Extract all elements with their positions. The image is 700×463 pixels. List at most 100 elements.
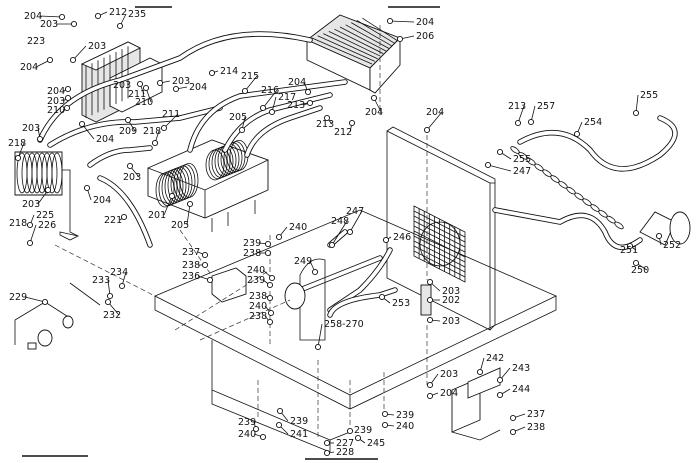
part-number-label: 249 (294, 256, 312, 267)
part-number-label: 251 (620, 245, 638, 256)
part-number-label: 203 (47, 96, 65, 107)
hardware-item (156, 79, 164, 87)
part-number-label: 238 (249, 311, 267, 322)
part-number-label: 211 (128, 89, 146, 100)
callout-239: 239 (276, 407, 308, 427)
hardware-item (426, 278, 434, 286)
hardware-item (386, 17, 394, 25)
part-number-label: 246 (393, 232, 411, 243)
callout-210: 210 (135, 84, 153, 108)
part-number-label: 204 (93, 195, 111, 206)
hardware-item (323, 449, 331, 457)
callout-204: 204 (47, 85, 72, 97)
callout-204: 204 (24, 11, 66, 22)
callout-239: 239 (243, 238, 272, 249)
plug-connector (639, 211, 691, 246)
hardware-item (201, 261, 209, 269)
hardware-item (348, 119, 356, 127)
hardware-item (514, 119, 522, 127)
part-number-label: 254 (584, 117, 602, 128)
hardware-item (382, 236, 390, 244)
callout-210: 210 (47, 104, 71, 116)
callout-204: 204 (83, 184, 111, 206)
hardware-item (268, 274, 276, 282)
hardware-item (328, 241, 336, 249)
leader-line (426, 111, 443, 131)
callout-203: 203 (426, 278, 460, 297)
hardware-item (64, 85, 72, 93)
part-number-label: 205 (171, 220, 189, 231)
hardware-item (311, 268, 319, 276)
part-number-label: 250 (631, 265, 649, 276)
callout-248: 248 (328, 216, 349, 249)
part-number-label: 239 (396, 410, 414, 421)
callout-227: 227 (323, 438, 354, 449)
hardware-item (496, 391, 504, 399)
callout-204: 204 (20, 56, 54, 73)
part-number-label: 204 (365, 107, 383, 118)
callout-242: 242 (476, 353, 504, 376)
hardware-item (423, 126, 431, 134)
leader-line (349, 210, 363, 233)
fan-motor (284, 258, 326, 341)
hardware-item (509, 428, 517, 436)
callout-202: 202 (426, 295, 460, 306)
part-number-label: 203 (88, 41, 106, 52)
hardware-item (306, 99, 314, 107)
hardware-item (201, 251, 209, 259)
hardware-item (426, 316, 434, 324)
part-number-label: 204 (24, 11, 42, 22)
part-number-label: 213 (287, 100, 305, 111)
callout-254: 254 (573, 117, 602, 138)
callout-228: 228 (323, 447, 354, 458)
hardware-item (268, 108, 276, 116)
callout-244: 244 (496, 384, 530, 399)
callout-241: 241 (275, 421, 308, 440)
hardware-item (323, 114, 331, 122)
hardware-item (573, 130, 581, 138)
callout-239: 239 (238, 417, 260, 433)
part-number-label: 212 (109, 7, 127, 18)
hardware-item (151, 139, 159, 147)
leader-line (331, 220, 348, 246)
callout-258-270: 258-270 (314, 319, 364, 351)
hardware-item (476, 368, 484, 376)
hardware-item (426, 381, 434, 389)
part-number-label: 204 (288, 77, 306, 88)
callout-236: 236 (182, 271, 214, 284)
callout-252: 252 (655, 232, 681, 251)
hardware-item (264, 249, 272, 257)
callout-232: 232 (103, 298, 121, 321)
callout-205: 205 (171, 200, 194, 231)
hardware-item (655, 232, 663, 240)
part-number-label: 239 (290, 416, 308, 427)
callout-253: 253 (378, 293, 410, 309)
part-number-label: 210 (47, 105, 65, 116)
hardware-item (346, 228, 354, 236)
part-number-label: 213 (508, 101, 526, 112)
part-number-label: 204 (96, 134, 114, 145)
part-number-label: 258-270 (324, 319, 364, 330)
hardware-item (259, 433, 267, 441)
part-number-label: 203 (440, 369, 458, 380)
callout-247: 247 (484, 161, 531, 177)
part-number-label: 204 (47, 86, 65, 97)
hardware-item (70, 20, 78, 28)
hardware-item (509, 414, 517, 422)
hardware-item (626, 242, 634, 250)
part-number-label: 205 (229, 112, 247, 123)
callout-205: 205 (229, 112, 247, 134)
hardware-item (160, 124, 168, 132)
part-number-label: 252 (663, 240, 681, 251)
part-number-label: 235 (128, 9, 146, 20)
hardware-item (484, 161, 492, 169)
rectifier-heatsink-right (306, 14, 401, 94)
cables (37, 31, 678, 318)
bracket-assembly (14, 282, 101, 350)
callout-204: 204 (365, 94, 383, 118)
part-number-label: 204 (440, 388, 458, 399)
part-number-label: 239 (354, 425, 372, 436)
hardware-item (426, 392, 434, 400)
part-number-label: 201 (148, 210, 166, 221)
part-number-label: 253 (392, 298, 410, 309)
